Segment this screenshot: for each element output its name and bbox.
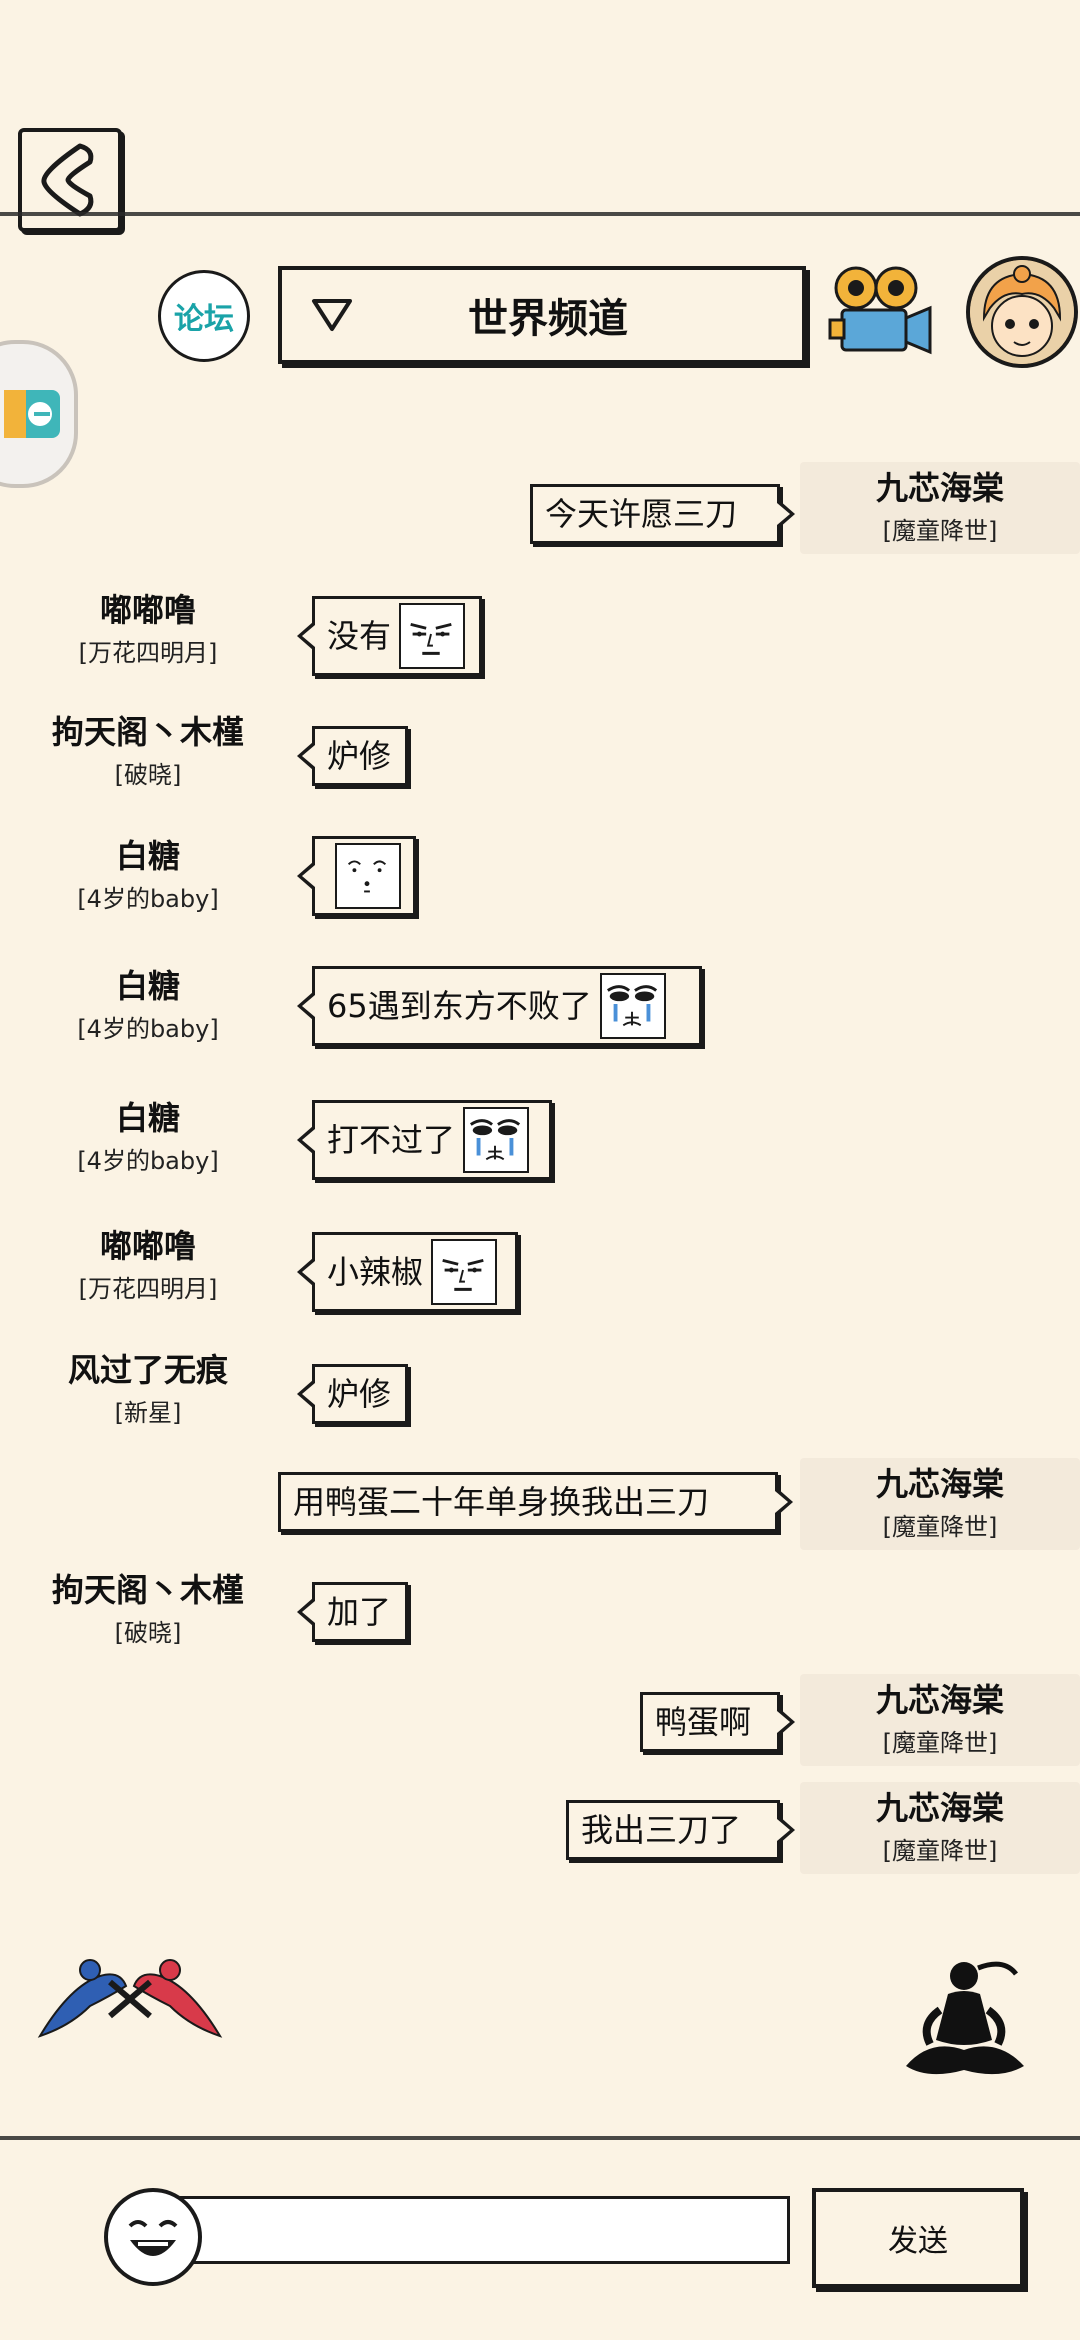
sender-info[interactable]: 风过了无痕 [新星] (8, 1350, 288, 1430)
bottom-divider (0, 2136, 1080, 2140)
sender-info[interactable]: 九芯海棠 [魔童降世] (800, 1782, 1080, 1874)
sender-name: 拘天阁丶木槿 (51, 1571, 244, 1609)
message-text: 鸭蛋啊 (655, 1703, 752, 1741)
channel-selector[interactable]: 世界频道 (278, 266, 806, 364)
sender-title: [魔童降世] (882, 1837, 998, 1865)
meditating-figure-icon (906, 1961, 1024, 2075)
chat-bubble[interactable]: 用鸭蛋二十年单身换我出三刀 (278, 1472, 793, 1532)
dropdown-triangle-icon (312, 299, 352, 331)
chat-bubble[interactable]: 没有 (297, 596, 482, 676)
sender-title: [破晓] (114, 761, 182, 789)
sender-info[interactable]: 白糖 [4岁的baby] (8, 1098, 288, 1178)
emoji-button[interactable] (104, 2188, 202, 2286)
message-text: 加了 (327, 1593, 392, 1631)
crying-face-sticker-icon (599, 973, 666, 1039)
floating-side-widget[interactable] (0, 340, 78, 488)
sender-name: 九芯海棠 (875, 1789, 1004, 1827)
sender-name: 九芯海棠 (875, 1465, 1004, 1503)
user-avatar[interactable] (966, 256, 1078, 368)
blank-face-sticker-icon (335, 843, 401, 909)
sender-name: 白糖 (115, 1099, 180, 1137)
message-text: 65遇到东方不败了 (327, 987, 592, 1025)
chat-bubble[interactable]: 加了 (297, 1582, 408, 1642)
back-button[interactable] (18, 128, 122, 232)
sender-title: [魔童降世] (882, 517, 998, 545)
sender-name: 九芯海棠 (875, 1681, 1004, 1719)
sender-info[interactable]: 嘟嘟噜 [万花四明月] (8, 1226, 288, 1306)
sender-info[interactable]: 白糖 [4岁的baby] (8, 836, 288, 916)
message-text: 炉修 (327, 1375, 392, 1413)
sender-title: [4岁的baby] (77, 1015, 219, 1043)
sender-info[interactable]: 九芯海棠 [魔童降世] (800, 462, 1080, 554)
sender-title: [新星] (114, 1399, 182, 1427)
sender-name: 拘天阁丶木槿 (51, 713, 244, 751)
sender-name: 风过了无痕 (67, 1351, 228, 1389)
floating-logo-icon (4, 390, 60, 438)
forum-button[interactable]: 论坛 (158, 270, 250, 362)
forum-label: 论坛 (174, 302, 234, 337)
sender-name: 白糖 (115, 967, 180, 1005)
sender-title: [4岁的baby] (77, 885, 219, 913)
sender-info[interactable]: 嘟嘟噜 [万花四明月] (8, 590, 288, 670)
back-arrow-icon (41, 143, 94, 217)
stoic-face-sticker-icon (399, 603, 466, 669)
message-text: 用鸭蛋二十年单身换我出三刀 (293, 1483, 710, 1521)
chat-bubble[interactable]: 炉修 (297, 1364, 408, 1424)
chat-bubble[interactable]: 打不过了 (297, 1100, 552, 1180)
chat-bubble[interactable]: 今天许愿三刀 (530, 484, 795, 544)
top-divider (0, 212, 1080, 216)
chat-bubble[interactable]: 小辣椒 (297, 1232, 518, 1312)
message-text: 我出三刀了 (581, 1811, 742, 1849)
sender-info[interactable]: 拘天阁丶木槿 [破晓] (8, 712, 288, 792)
message-text: 小辣椒 (327, 1253, 424, 1291)
crossed-figures-icon (37, 1959, 223, 2038)
sender-title: [万花四明月] (78, 1275, 218, 1303)
laughing-face-icon (128, 2220, 178, 2256)
sender-title: [4岁的baby] (77, 1147, 219, 1175)
sender-name: 嘟嘟噜 (99, 1227, 196, 1265)
send-button[interactable]: 发送 (812, 2188, 1024, 2288)
video-camera-icon[interactable] (826, 262, 936, 360)
sender-title: [破晓] (114, 1619, 182, 1647)
message-input[interactable] (180, 2196, 790, 2264)
sender-title: [魔童降世] (882, 1513, 998, 1541)
sender-name: 嘟嘟噜 (99, 591, 196, 629)
send-label: 发送 (888, 2224, 948, 2259)
message-text: 没有 (327, 617, 392, 655)
avatar-face-icon (970, 260, 1074, 364)
sender-title: [魔童降世] (882, 1729, 998, 1757)
sender-info[interactable]: 白糖 [4岁的baby] (8, 966, 288, 1046)
channel-title: 世界频道 (468, 296, 628, 342)
chat-bubble[interactable]: 鸭蛋啊 (640, 1692, 795, 1752)
message-text: 炉修 (327, 737, 392, 775)
sender-title: [万花四明月] (78, 639, 218, 667)
stoic-face-sticker-icon (431, 1239, 498, 1305)
chat-bubble[interactable]: 65遇到东方不败了 (297, 966, 702, 1046)
crying-face-sticker-icon (463, 1107, 530, 1173)
message-text: 今天许愿三刀 (545, 495, 738, 533)
sender-info[interactable]: 九芯海棠 [魔童降世] (800, 1458, 1080, 1550)
chat-bubble[interactable] (297, 836, 416, 916)
sender-info[interactable]: 九芯海棠 [魔童降世] (800, 1674, 1080, 1766)
chat-bubble[interactable]: 炉修 (297, 726, 408, 786)
sender-name: 九芯海棠 (875, 469, 1004, 507)
sender-name: 白糖 (115, 837, 180, 875)
message-text: 打不过了 (327, 1121, 456, 1159)
sender-info[interactable]: 拘天阁丶木槿 [破晓] (8, 1570, 288, 1650)
chat-bubble[interactable]: 我出三刀了 (566, 1800, 795, 1860)
